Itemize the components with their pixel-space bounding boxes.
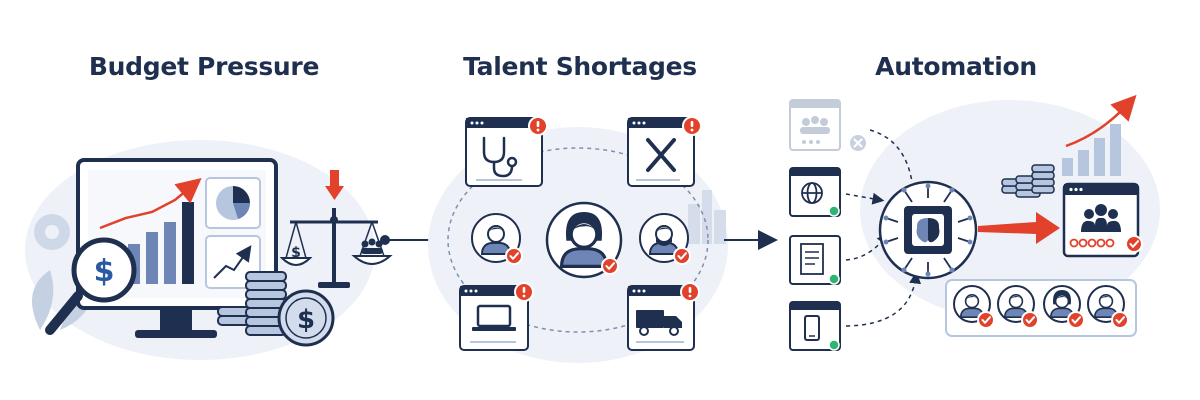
- alert-icon: [680, 282, 700, 302]
- section-title-talent-shortages: Talent Shortages: [463, 52, 697, 81]
- check-icon: [673, 247, 691, 265]
- phone-icon: [804, 315, 820, 341]
- card-logistics: [627, 282, 700, 351]
- check-icon: [505, 247, 523, 265]
- city-skyline: [688, 190, 726, 244]
- team-icon: [1081, 204, 1121, 232]
- network-ring: [447, 147, 709, 333]
- talent-shortages-illustration: [428, 116, 728, 363]
- check-icon: [1021, 311, 1039, 329]
- coin-stacks: [217, 271, 287, 336]
- budget-pressure-illustration: $ $: [25, 140, 393, 360]
- input-window-document: [789, 235, 841, 285]
- team-icon: [361, 238, 383, 254]
- check-icon: [1111, 311, 1129, 329]
- gear-icon: [34, 214, 70, 250]
- scale-icon: $: [279, 170, 393, 288]
- check-icon: [1067, 311, 1085, 329]
- automation-illustration: [789, 94, 1160, 351]
- magnifier-icon: $: [45, 237, 137, 335]
- coin-icon: $: [277, 289, 335, 347]
- wrench-icon: [646, 138, 676, 172]
- truck-icon: [636, 310, 682, 336]
- avatar: [997, 285, 1039, 329]
- document-icon: [800, 243, 824, 275]
- dollar-icon: $: [94, 254, 115, 289]
- input-window-team-inactive: [789, 99, 841, 151]
- check-icon: [601, 257, 619, 275]
- card-it: [459, 282, 534, 351]
- growth-chart-icon: [1062, 94, 1137, 176]
- avatar: [1043, 285, 1085, 329]
- alert-icon: [514, 282, 534, 302]
- growth-arrow: [978, 212, 1060, 244]
- laptop-icon: [472, 304, 516, 331]
- close-icon: [850, 135, 866, 151]
- input-window-web: [789, 167, 841, 217]
- dollar-icon: $: [291, 245, 301, 261]
- globe-icon: [801, 182, 823, 204]
- coin-stacks: [1001, 164, 1055, 198]
- avatar: [1087, 285, 1129, 329]
- card-technician: [627, 116, 702, 187]
- alert-icon: [682, 116, 702, 136]
- avatar: [953, 285, 995, 329]
- avatar-right: [639, 213, 691, 265]
- avatar-left: [471, 213, 523, 265]
- card-healthcare: [465, 116, 548, 187]
- team-dashboard-window: [1062, 182, 1143, 258]
- section-title-automation: Automation: [875, 52, 1037, 81]
- brain-chip-icon: [878, 180, 978, 280]
- dollar-icon: $: [297, 305, 315, 335]
- stethoscope-icon: [482, 136, 518, 178]
- team-members-card: [945, 279, 1137, 337]
- check-icon: [977, 311, 995, 329]
- avatar-center: [545, 201, 623, 279]
- alert-icon: [528, 116, 548, 136]
- check-icon: [1125, 235, 1143, 253]
- input-window-mobile: [789, 301, 841, 351]
- section-title-budget-pressure: Budget Pressure: [88, 52, 320, 81]
